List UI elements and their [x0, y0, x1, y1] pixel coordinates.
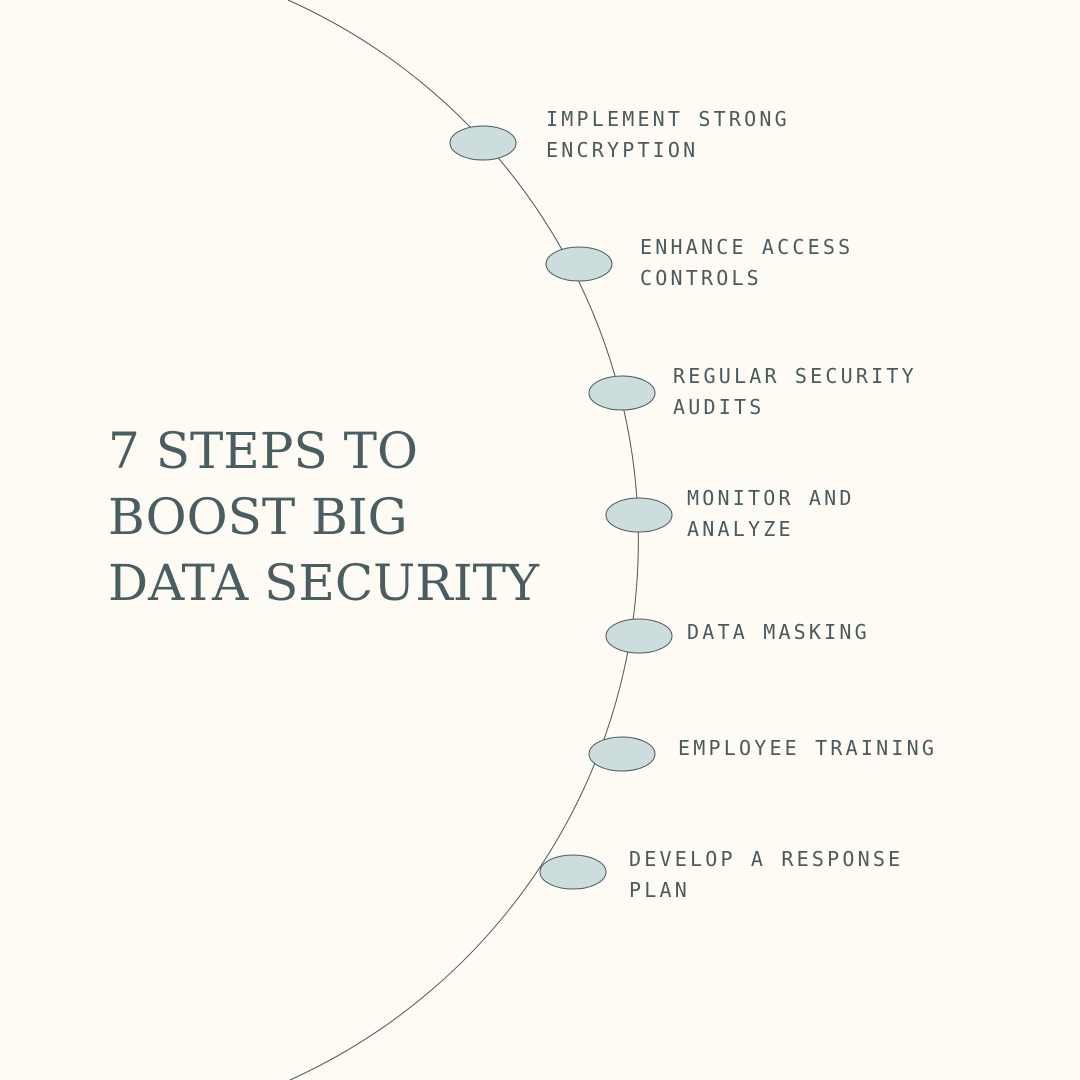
step-node-1	[449, 125, 517, 161]
step-node-6	[588, 736, 656, 772]
page-title: 7 STEPS TO BOOST BIG DATA SECURITY	[108, 418, 539, 616]
step-node-4	[605, 497, 673, 533]
step-label-7: DEVELOP A RESPONSE PLAN	[629, 847, 904, 902]
title-line-3: DATA SECURITY	[108, 554, 539, 612]
step-node-5	[605, 618, 673, 654]
step-node-2	[545, 246, 613, 282]
title-line-2: BOOST BIG	[108, 488, 408, 546]
step-label-6: EMPLOYEE TRAINING	[678, 736, 938, 760]
timeline-arc	[287, 0, 639, 1080]
title-line-1: 7 STEPS TO	[108, 422, 418, 480]
step-label-1: IMPLEMENT STRONG ENCRYPTION	[546, 107, 790, 162]
step-label-5: DATA MASKING	[687, 620, 870, 644]
step-node-3	[588, 375, 656, 411]
step-label-2: ENHANCE ACCESS CONTROLS	[640, 235, 854, 290]
step-label-3: REGULAR SECURITY AUDITS	[673, 364, 917, 419]
step-node-7	[539, 854, 607, 890]
step-label-4: MONITOR AND ANALYZE	[687, 486, 855, 541]
